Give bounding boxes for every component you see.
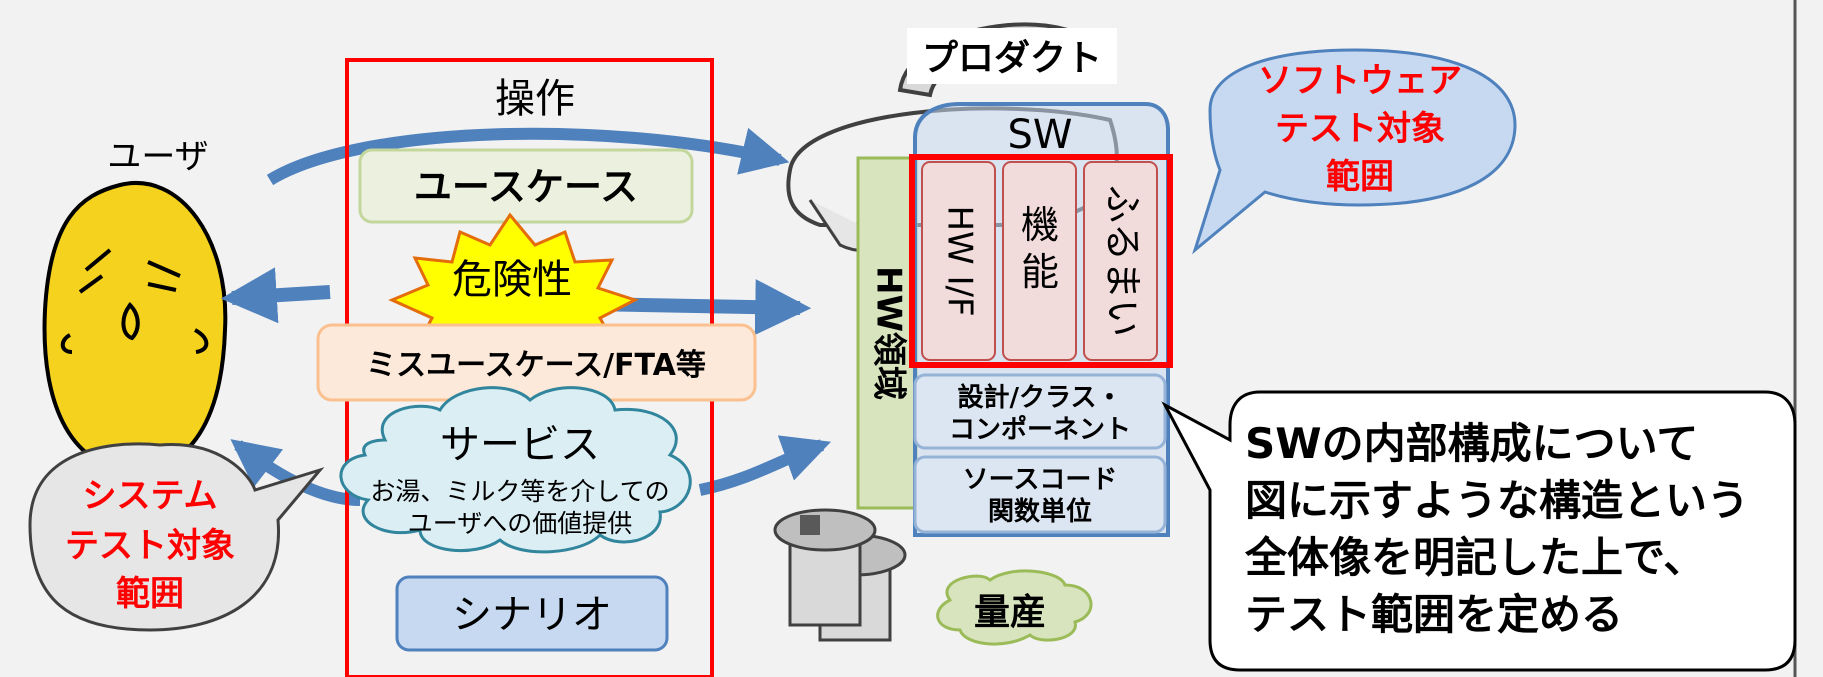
scenario-label: シナリオ [452, 592, 612, 638]
software-test-line2: テスト対象 [1275, 109, 1445, 149]
usecase-arrow [266, 127, 790, 186]
operation-title: 操作 [495, 76, 575, 122]
design-box [913, 373, 1167, 450]
mass-production-label: 量産 [974, 592, 1046, 633]
function-label-2: 能 [1021, 250, 1059, 294]
hazard-label: 危険性 [452, 257, 572, 303]
service-desc-line1: お湯、ミルク等を介しての [370, 477, 669, 506]
hw-if-box [921, 161, 996, 361]
scenario-box [395, 575, 669, 652]
hazard-arrow-left [220, 267, 331, 324]
hw-area-box [856, 156, 918, 510]
function-label-1: 機 [1021, 203, 1059, 247]
system-test-line3: 範囲 [116, 574, 184, 614]
service-cloud [339, 386, 692, 554]
usecase-label: ユースケース [414, 165, 638, 209]
system-test-callout [28, 442, 325, 632]
user-label: ユーザ [107, 137, 208, 177]
service-arrow-right [698, 435, 832, 496]
design-line1: 設計/クラス・ [958, 382, 1123, 413]
mass-pots-icon [773, 508, 907, 642]
service-desc-line2: ユーザへの価値提供 [408, 509, 633, 538]
misuse-label: ミスユースケース/FTA等 [366, 348, 706, 383]
system-test-line2: テスト対象 [65, 526, 235, 566]
hw-if-label: HW I/F [940, 205, 980, 316]
product-label-bg [907, 28, 1117, 84]
behavior-box [1083, 161, 1158, 361]
note-line1: SWの内部構成について [1245, 419, 1698, 468]
note-callout [1161, 390, 1797, 672]
source-line1: ソースコード [963, 465, 1118, 495]
source-box [913, 455, 1167, 534]
behavior-label: ふるまい [1101, 185, 1145, 337]
usecase-box [358, 148, 694, 224]
source-line2: 関数単位 [988, 496, 1092, 527]
sw-label: SW [1008, 112, 1073, 158]
function-box [1002, 161, 1077, 361]
note-line2: 図に示すような構造という [1245, 476, 1749, 525]
user-face-icon [42, 181, 228, 473]
software-test-callout [1192, 48, 1517, 255]
service-title: サービス [440, 422, 600, 468]
software-test-line3: 範囲 [1326, 157, 1394, 197]
system-test-line1: システム [83, 476, 218, 516]
note-line3: 全体像を明記した上で、 [1244, 533, 1705, 582]
note-line4: テスト範囲を定める [1245, 590, 1623, 639]
software-test-line1: ソフトウェア [1258, 61, 1462, 101]
software-test-scope-box [909, 154, 1173, 368]
product-label: プロダクト [922, 38, 1102, 79]
design-line2: コンポーネント [949, 414, 1131, 445]
hw-area-label: HW領域 [869, 266, 909, 400]
mass-production-cloud [936, 569, 1093, 646]
